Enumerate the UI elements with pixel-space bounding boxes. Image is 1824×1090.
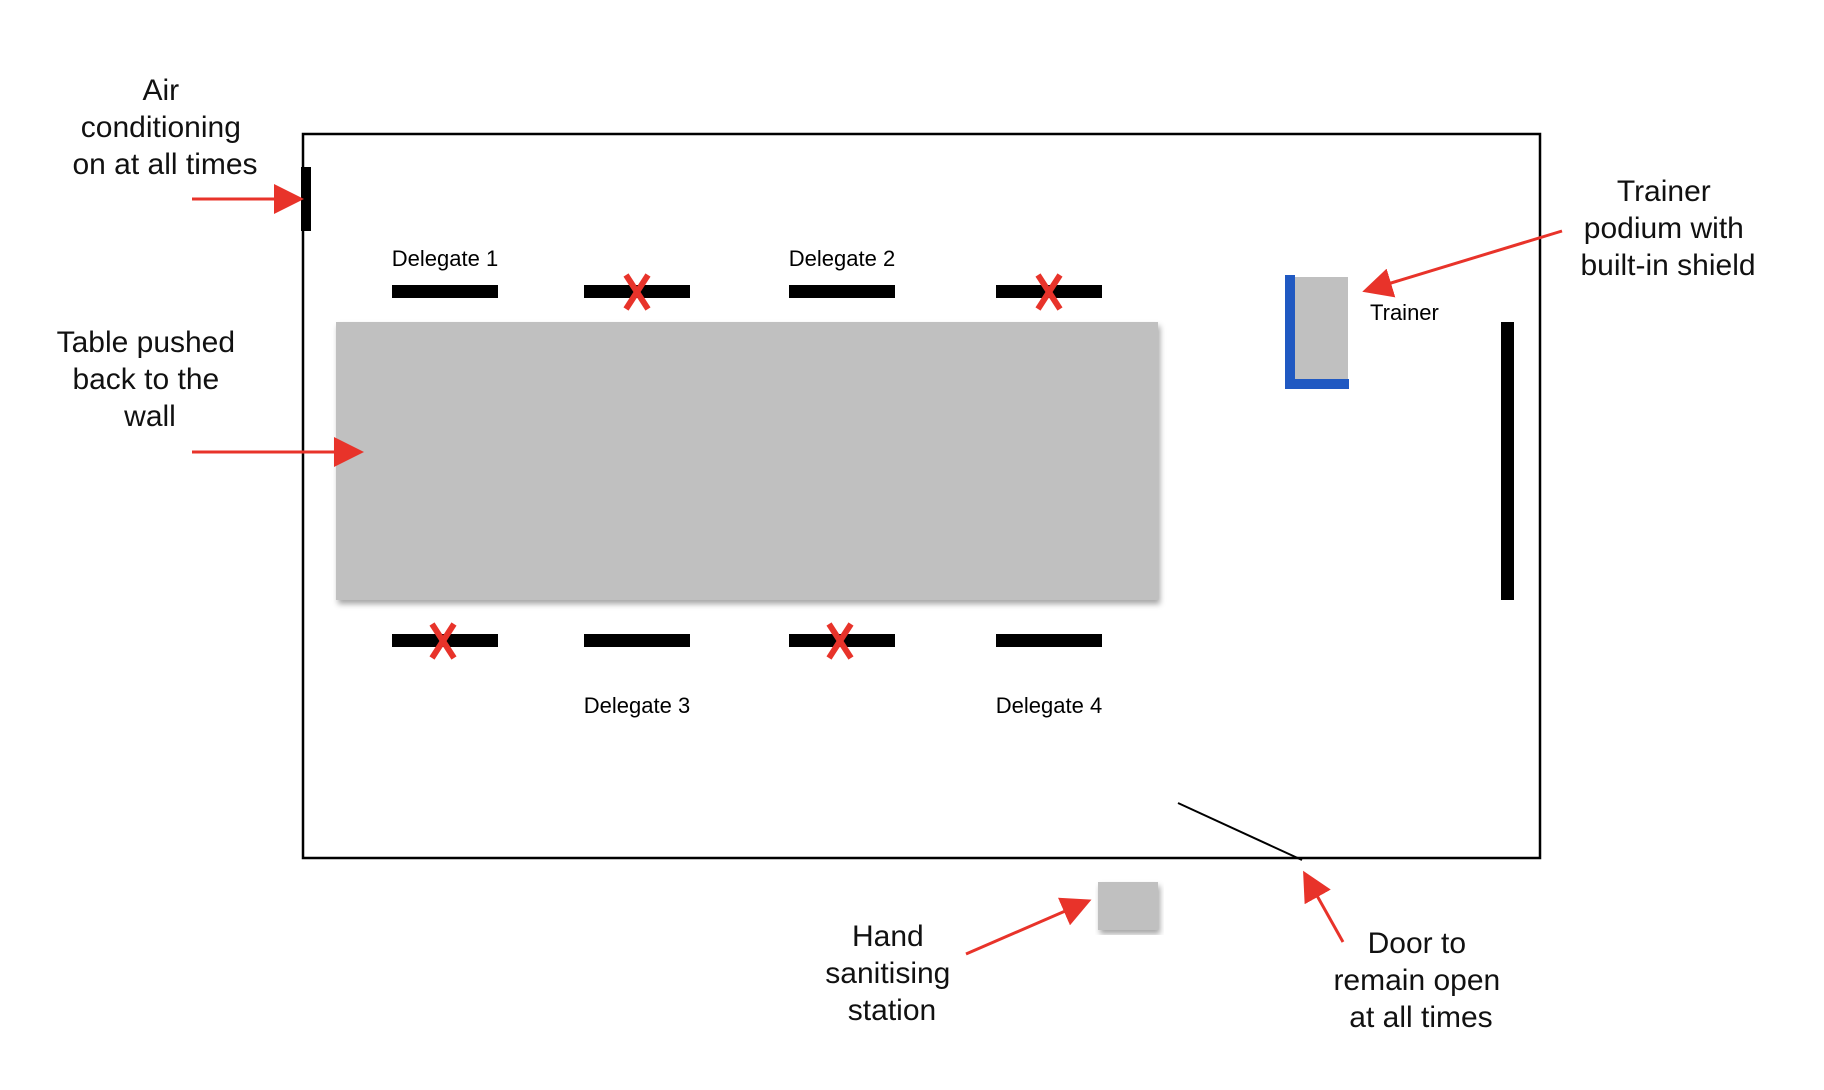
red-arrow-icon <box>965 897 1092 956</box>
red-x-icon <box>623 273 651 311</box>
red-x-icon <box>429 622 457 660</box>
label-delegate-3: Delegate 3 <box>584 693 690 718</box>
trainer-podium <box>1294 277 1348 385</box>
note-air-conditioning: Air conditioning on at all times <box>72 74 257 181</box>
red-x-icon <box>1035 273 1063 311</box>
door <box>1177 802 1303 861</box>
note-table: Table pushed back to the wall <box>57 326 244 433</box>
note-hand-station: Hand sanitising station <box>825 920 958 1027</box>
red-arrow-icon <box>1303 870 1345 943</box>
label-delegate-2: Delegate 2 <box>789 246 895 271</box>
right-wall-screen <box>1501 322 1514 600</box>
chair-delegate-3 <box>584 634 690 647</box>
chair-delegate-2 <box>789 285 895 298</box>
red-x-icon <box>826 622 854 660</box>
red-arrow-icon <box>1362 229 1563 298</box>
air-conditioning-unit <box>301 167 311 231</box>
label-delegate-1: Delegate 1 <box>392 246 498 271</box>
note-door: Door to remain open at all times <box>1333 927 1508 1034</box>
table <box>336 322 1158 600</box>
room-wall <box>301 132 1542 860</box>
hand-sanitising-station <box>1098 882 1158 930</box>
podium-shield-base <box>1285 379 1349 389</box>
chair-delegate-4 <box>996 634 1102 647</box>
note-podium: Trainer podium with built-in shield <box>1580 175 1755 282</box>
label-delegate-4: Delegate 4 <box>996 693 1102 718</box>
podium-shield <box>1285 275 1295 389</box>
chair-delegate-1 <box>392 285 498 298</box>
label-trainer: Trainer <box>1370 300 1439 325</box>
